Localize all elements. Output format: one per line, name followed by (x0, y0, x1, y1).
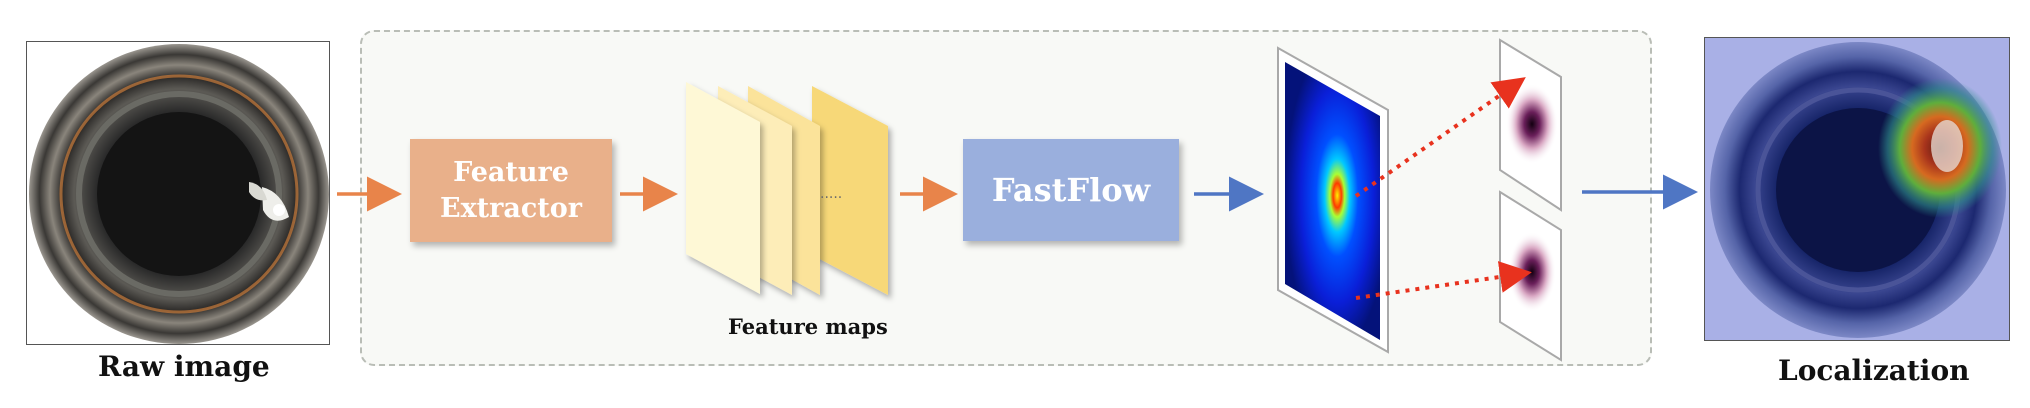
feature-extractor-line2: Extractor (439, 192, 582, 224)
gaussian-distribution-top (1506, 84, 1558, 164)
heatmap-image (1285, 62, 1380, 340)
feature-extractor-line1: Feature (453, 156, 569, 188)
red-arrow-anomaly (1354, 77, 1526, 198)
raw-image (26, 41, 330, 345)
feature-maps-caption: Feature maps (728, 314, 888, 339)
feature-map-ellipsis: ..... (820, 186, 842, 202)
red-arrow-normal (1355, 261, 1532, 300)
feature-map-4 (812, 86, 888, 295)
localization-overlay (1705, 38, 2009, 340)
gaussian-distribution-bottom (1508, 232, 1556, 312)
localization-caption: Localization (1778, 354, 1970, 387)
fastflow-block: FastFlow (963, 139, 1179, 241)
feature-map-1 (686, 82, 760, 294)
raw-bottle-image (27, 42, 329, 344)
fastflow-label: FastFlow (991, 171, 1151, 209)
raw-image-caption: Raw image (98, 350, 270, 383)
localization-image (1704, 37, 2010, 341)
feature-extractor-block: Feature Extractor (410, 139, 612, 242)
